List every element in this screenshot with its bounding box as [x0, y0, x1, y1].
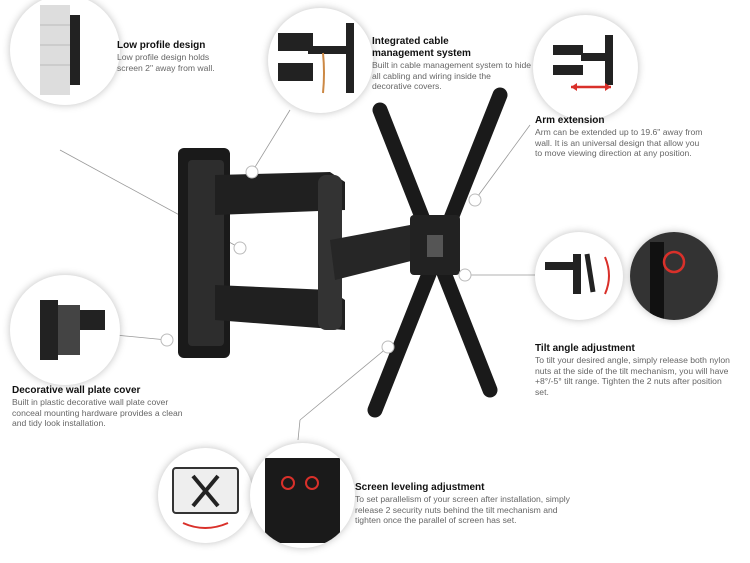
feature-title: Decorative wall plate cover — [12, 385, 141, 396]
callout-dots — [160, 165, 482, 354]
feature-body: Built in cable management system to hide… — [372, 60, 532, 91]
arms — [215, 172, 415, 330]
security-nut-image — [250, 443, 355, 548]
feature-cable-management: Integrated cable management system Built… — [372, 36, 532, 92]
feature-title: Integrated cable management system — [372, 36, 471, 59]
feature-body: To tilt your desired angle, simply relea… — [535, 355, 730, 397]
feature-body: To set parallelism of your screen after … — [355, 494, 570, 525]
tilt-nut-image — [630, 232, 718, 320]
feature-tilt-angle: Tilt angle adjustment To tilt your desir… — [535, 343, 740, 397]
leveling-image — [158, 448, 253, 543]
arm-extension-image — [533, 15, 638, 120]
feature-title: Tilt angle adjustment — [535, 343, 635, 354]
feature-wall-plate-cover: Decorative wall plate cover Built in pla… — [12, 385, 197, 429]
feature-title: Arm extension — [535, 115, 605, 126]
feature-body: Low profile design holds screen 2" away … — [117, 52, 215, 73]
feature-arm-extension: Arm extension Arm can be extended up to … — [535, 115, 710, 159]
wall-plate-cover-image — [10, 275, 120, 385]
feature-body: Built in plastic decorative wall plate c… — [12, 397, 183, 428]
feature-low-profile: Low profile design Low profile design ho… — [117, 40, 267, 73]
cable-management-image — [268, 8, 373, 113]
feature-title: Screen leveling adjustment — [355, 482, 485, 493]
feature-title: Low profile design — [117, 40, 206, 51]
low-profile-image — [10, 0, 120, 105]
feature-screen-leveling: Screen leveling adjustment To set parall… — [355, 482, 575, 526]
feature-body: Arm can be extended up to 19.6" away fro… — [535, 127, 703, 158]
tilt-image — [535, 232, 623, 320]
